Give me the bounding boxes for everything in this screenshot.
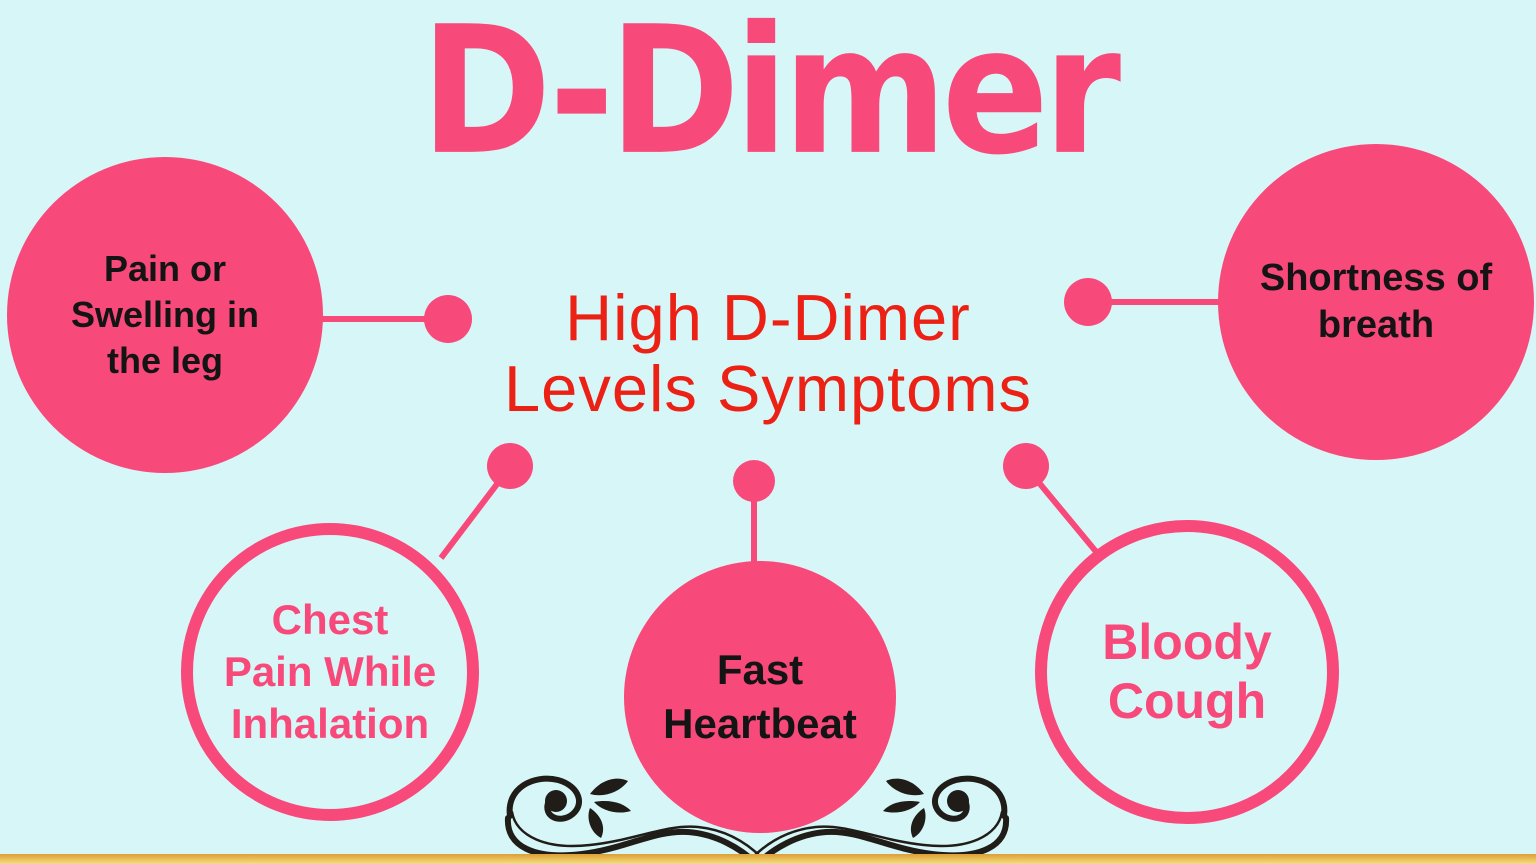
symptom-label-line: Bloody [1102,614,1272,670]
center-heading: High D-Dimer Levels Symptoms [0,282,1536,424]
symptom-label-line: Pain While [223,648,437,695]
symptom-label-line: the leg [106,340,223,381]
symptom-label-line: Chest [271,596,389,643]
flourish-divider-icon [504,772,1012,864]
symptom-label-line: Cough [1107,673,1267,729]
symptom-label-line: Shortness of [1259,257,1493,299]
symptom-circle-shortness-of-breath: Shortness of breath [1218,144,1534,460]
symptom-circle-fast-heartbeat: Fast Heartbeat [624,561,896,833]
connector-dot-heartbeat [733,460,775,502]
symptom-label-line: Heartbeat [663,700,857,747]
symptom-label-line: Inhalation [230,700,430,747]
symptom-circle-chest-pain-while-inhalation: Chest Pain While Inhalation [181,523,479,821]
symptom-circle-pain-or-swelling-in-the-leg: Pain or Swelling in the leg [7,157,323,473]
page-title: D-Dimer [420,0,1121,194]
symptom-label-line: Pain or [103,248,227,289]
symptom-label-line: Fast [716,646,804,693]
connector-dot-chest [487,443,533,489]
bottom-gold-bar [0,854,1536,864]
center-heading-line2: Levels Symptoms [504,352,1032,425]
symptom-label-line: Swelling in [70,294,259,335]
center-heading-line1: High D-Dimer [565,281,971,354]
symptom-circle-bloody-cough: Bloody Cough [1035,520,1339,824]
connector-dot-breath [1064,278,1112,326]
connector-dot-leg [424,295,472,343]
symptom-label-line: breath [1317,304,1435,346]
connector-dot-cough [1003,443,1049,489]
